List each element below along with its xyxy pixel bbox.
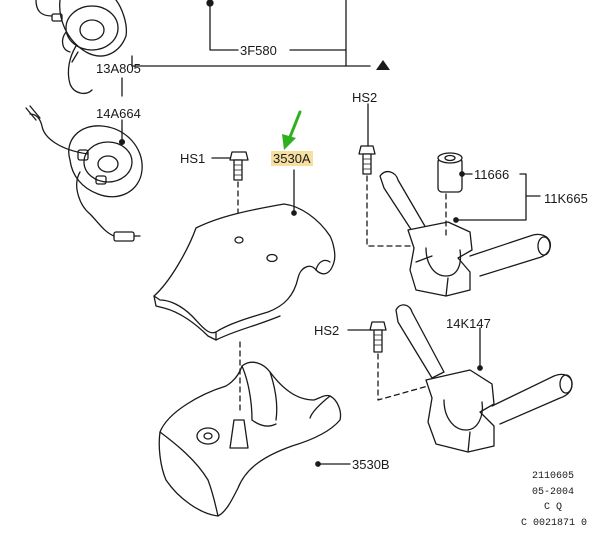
switch-14k147 <box>395 304 573 453</box>
screw-hs1 <box>229 151 249 181</box>
label-hs1: HS1 <box>180 151 206 166</box>
label-14k147: 14K147 <box>446 316 491 331</box>
stamp-line-1: 2110605 <box>532 471 575 482</box>
label-14a664: 14A664 <box>96 106 141 121</box>
switch-11k665 <box>379 170 552 297</box>
label-hs2-mid: HS2 <box>314 323 340 338</box>
upper-shroud-3530a <box>153 203 336 341</box>
label-3530b: 3530B <box>352 457 390 472</box>
screw-hs2-top <box>358 145 376 175</box>
clockspring-13a805 <box>35 0 128 95</box>
pin-11666 <box>437 152 463 193</box>
lower-shroud-3530b <box>158 361 342 517</box>
stamp-line-3: C Q <box>544 502 563 513</box>
label-3530a: 3530A <box>271 151 313 166</box>
screw-hs2-mid <box>369 321 387 353</box>
stamp-line-4: C 0021871 0 <box>521 518 588 529</box>
label-11k665: 11K665 <box>544 191 588 206</box>
label-hs2-top: HS2 <box>352 90 378 105</box>
green-arrow <box>282 110 302 150</box>
label-3f580: 3F580 <box>240 43 277 58</box>
label-11666: 11666 <box>474 167 510 182</box>
stamp-line-2: 05-2004 <box>532 487 575 498</box>
clockspring-14a664 <box>25 105 143 242</box>
label-13a805: 13A805 <box>96 61 141 76</box>
